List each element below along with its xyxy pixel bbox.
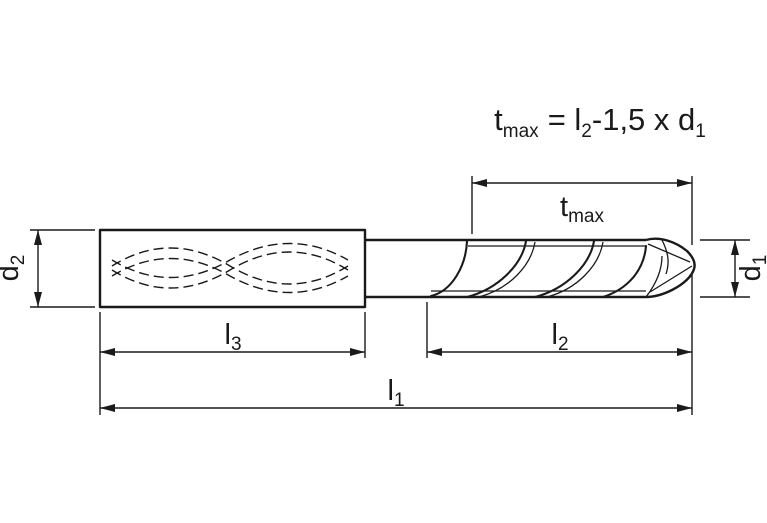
label-d2-sub: 2 [8, 255, 29, 266]
tip-outline [645, 237, 696, 299]
arrowhead [677, 348, 692, 356]
arrowhead [100, 404, 115, 412]
tip-facet-line [647, 243, 691, 263]
flute-margin-curve [478, 241, 536, 298]
arrowhead [427, 348, 442, 356]
arrowhead [677, 179, 692, 187]
arrowhead [100, 348, 115, 356]
flute-curve [465, 239, 528, 299]
label-l1: l1 [387, 375, 404, 411]
shank-outline [98, 228, 367, 309]
dimension-tmax: tmax [471, 176, 693, 245]
shank-hidden-flute-lines [111, 242, 349, 294]
formula-d-sub: 1 [695, 121, 706, 142]
drill-tip [645, 237, 696, 299]
dimension-l2: l2 [426, 275, 693, 415]
arrowhead [731, 282, 739, 297]
arrowhead [677, 404, 692, 412]
arrowhead [34, 230, 42, 245]
dimension-l1: l1 [100, 375, 692, 412]
label-l1-base: l [387, 375, 393, 407]
arrowhead [472, 179, 487, 187]
label-tmax-sub: max [568, 206, 604, 227]
label-l2-base: l [551, 319, 557, 351]
drill-body [365, 238, 648, 299]
arrowhead [34, 292, 42, 307]
dimension-l3: l3 [99, 312, 366, 415]
flute-runout-curve [429, 239, 469, 298]
tip-grind-line [645, 255, 663, 298]
label-l3-sub: 3 [231, 334, 242, 355]
formula-equals: = l [548, 102, 582, 137]
label-tmax-base: t [560, 191, 568, 223]
hidden-helix-line [111, 247, 349, 285]
formula-middle: -1,5 x d [592, 102, 695, 137]
arrowhead [731, 240, 739, 255]
hidden-helix-line [111, 257, 349, 294]
label-d2: d2 [0, 255, 29, 282]
formula-l-sub: 2 [581, 121, 592, 142]
hidden-helix-line [111, 251, 349, 289]
tip-grind-line [661, 239, 669, 275]
label-l2: l2 [551, 319, 568, 355]
arrowhead [350, 348, 365, 356]
formula-t-sub: max [503, 121, 539, 142]
flute-curve [601, 244, 648, 299]
label-l2-sub: 2 [558, 334, 569, 355]
label-d1: d1 [735, 255, 767, 282]
dimension-d1: d1 [700, 239, 767, 298]
drill-shank [98, 228, 367, 309]
tip-facet-line [649, 265, 693, 293]
formula-t: t [494, 102, 503, 137]
label-d1-base: d [735, 265, 767, 281]
label-d1-sub: 1 [750, 255, 767, 266]
dimension-d2: d2 [0, 229, 95, 308]
label-l3: l3 [224, 319, 241, 355]
flute-curve [533, 239, 596, 299]
label-tmax: tmax [560, 191, 604, 227]
hidden-helix-line [111, 242, 349, 279]
flute-margin-curve [546, 241, 604, 298]
label-l3-base: l [224, 319, 230, 351]
label-d2-base: d [0, 265, 25, 281]
formula: tmax = l2-1,5 x d1 [494, 102, 706, 142]
label-l1-sub: 1 [394, 390, 405, 411]
